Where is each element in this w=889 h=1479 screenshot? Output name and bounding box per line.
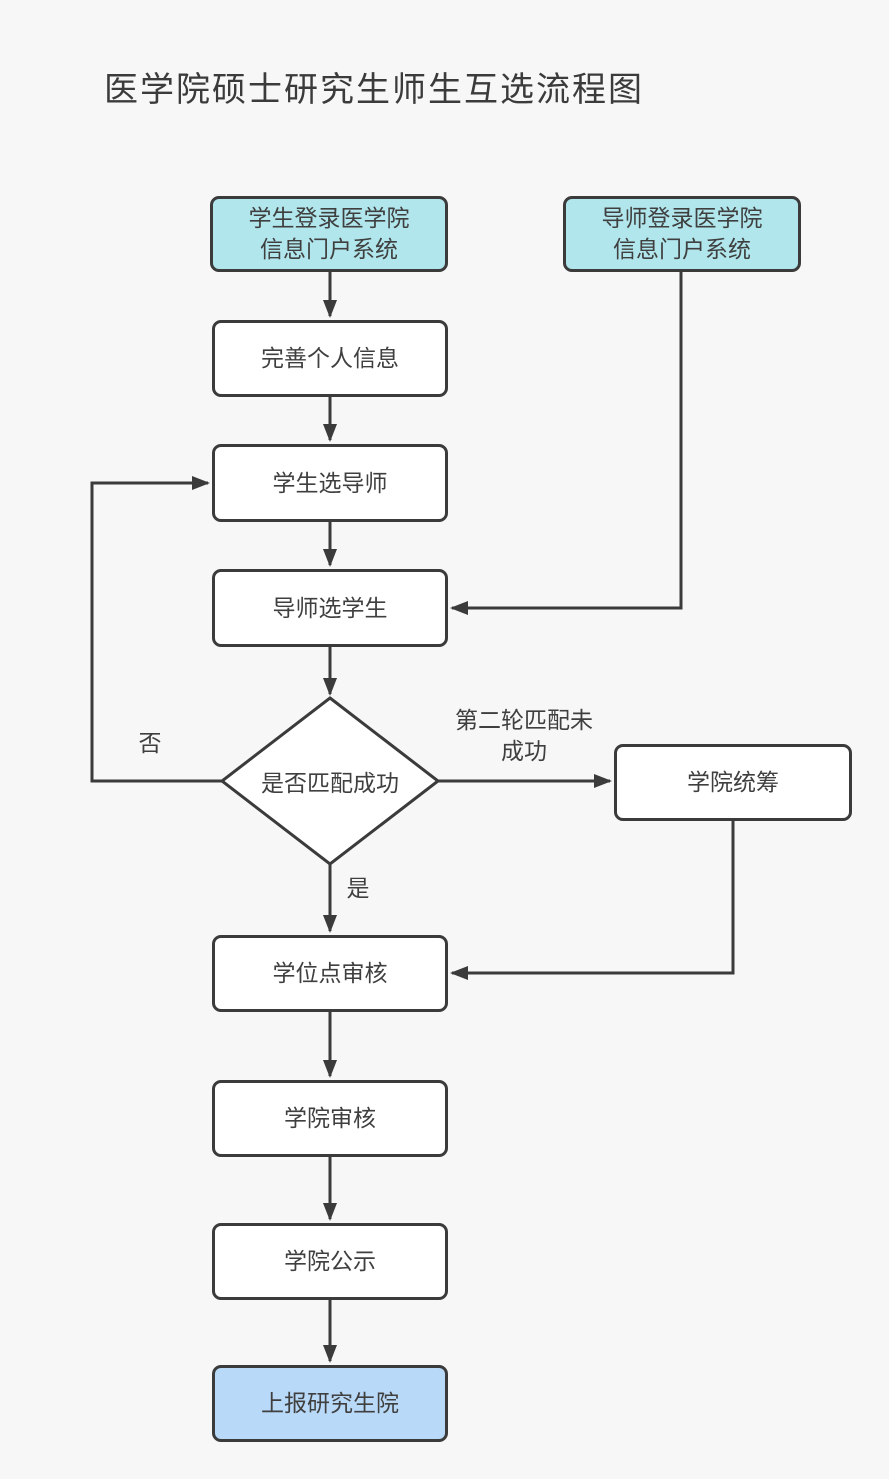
- page-title: 医学院硕士研究生师生互选流程图: [104, 71, 644, 109]
- node-college-coordination: 学院统筹: [614, 744, 852, 821]
- node-college-review: 学院审核: [212, 1080, 448, 1157]
- node-college-publicity: 学院公示: [212, 1223, 448, 1300]
- node-student-select-tutor: 学生选导师: [212, 444, 448, 522]
- edge-coordination-to-degree-review: [450, 821, 735, 980]
- node-report-graduate-school: 上报研究生院: [212, 1365, 448, 1442]
- decision-diamond-shape: [219, 696, 441, 866]
- node-degree-point-review: 学位点审核: [212, 935, 448, 1012]
- edge-label-no: 否: [138, 730, 162, 756]
- node-complete-personal-info: 完善个人信息: [212, 320, 448, 397]
- node-match-success-decision: 是否匹配成功: [261, 770, 399, 796]
- edge-label-yes: 是: [346, 875, 370, 901]
- node-tutor-login: 导师登录医学院 信息门户系统: [563, 196, 801, 272]
- node-student-login: 学生登录医学院 信息门户系统: [210, 196, 448, 272]
- edge-label-second-round-fail: 第二轮匹配未 成功: [455, 707, 593, 764]
- edge-decision-no-loop-to-student-select: [90, 476, 222, 783]
- node-tutor-select-student: 导师选学生: [212, 569, 448, 647]
- edge-tutor-login-to-tutor-select: [450, 272, 683, 615]
